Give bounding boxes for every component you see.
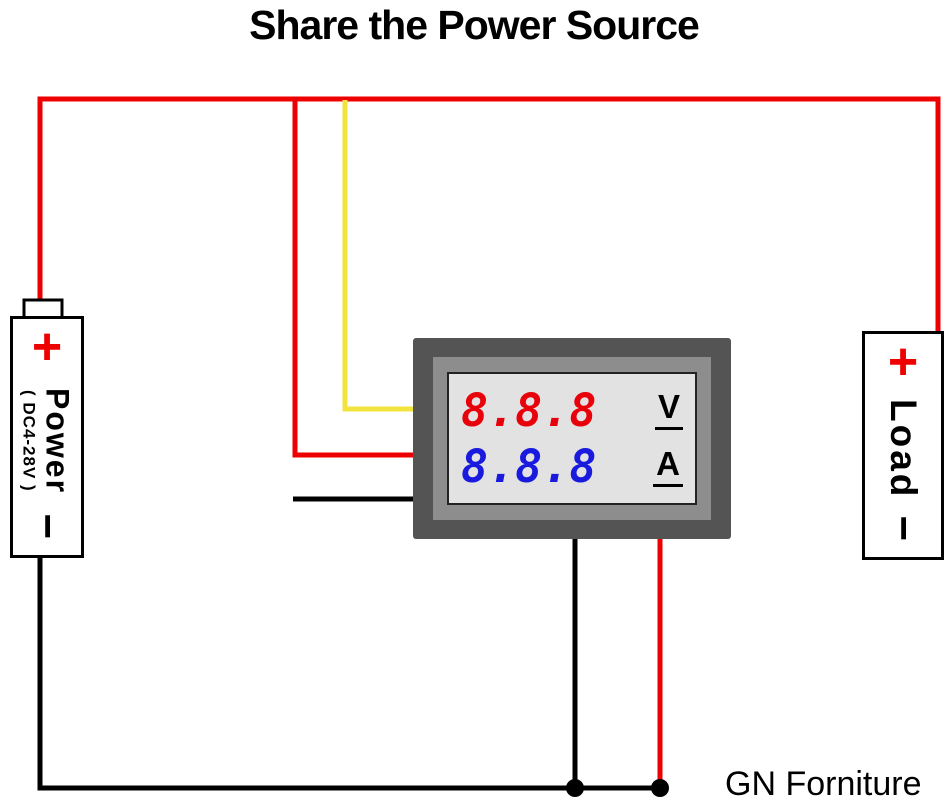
volt-unit-label: V	[654, 390, 683, 430]
load-label-group: Load	[882, 384, 924, 514]
load-box: + Load −	[862, 331, 944, 560]
red-wire-meter-input	[292, 97, 418, 458]
power-label-group: Power ( DC4-28V )	[19, 369, 76, 512]
amp-row: 8.8.8 A	[461, 444, 683, 489]
meter-bezel: 8.8.8 V 8.8.8 A	[433, 357, 711, 520]
junction-dot-black-wire	[566, 779, 584, 797]
power-source-box: + Power ( DC4-28V ) −	[10, 316, 84, 558]
meter-display: 8.8.8 V 8.8.8 A	[447, 372, 697, 505]
volt-row: 8.8.8 V	[461, 388, 683, 433]
amp-unit-label: A	[653, 446, 683, 487]
load-label: Load	[883, 399, 924, 500]
diagram-title: Share the Power Source	[249, 2, 700, 48]
power-minus-symbol: −	[23, 512, 73, 539]
power-plus-symbol: +	[31, 318, 63, 376]
black-wire-bottom	[37, 556, 662, 791]
red-wire-main	[37, 96, 941, 334]
yellow-wire	[342, 100, 418, 412]
power-voltage-range-label: ( DC4-28V )	[19, 390, 39, 492]
power-label: Power	[39, 387, 76, 494]
watermark-text: GN Forniture	[725, 765, 922, 803]
load-plus-symbol: +	[887, 333, 919, 391]
amp-reading: 8.8.8	[461, 440, 597, 494]
digital-voltmeter-ammeter: 8.8.8 V 8.8.8 A	[413, 338, 731, 539]
junction-dot-red-wire	[651, 779, 669, 797]
volt-reading: 8.8.8	[461, 383, 597, 437]
load-minus-symbol: −	[879, 514, 929, 541]
